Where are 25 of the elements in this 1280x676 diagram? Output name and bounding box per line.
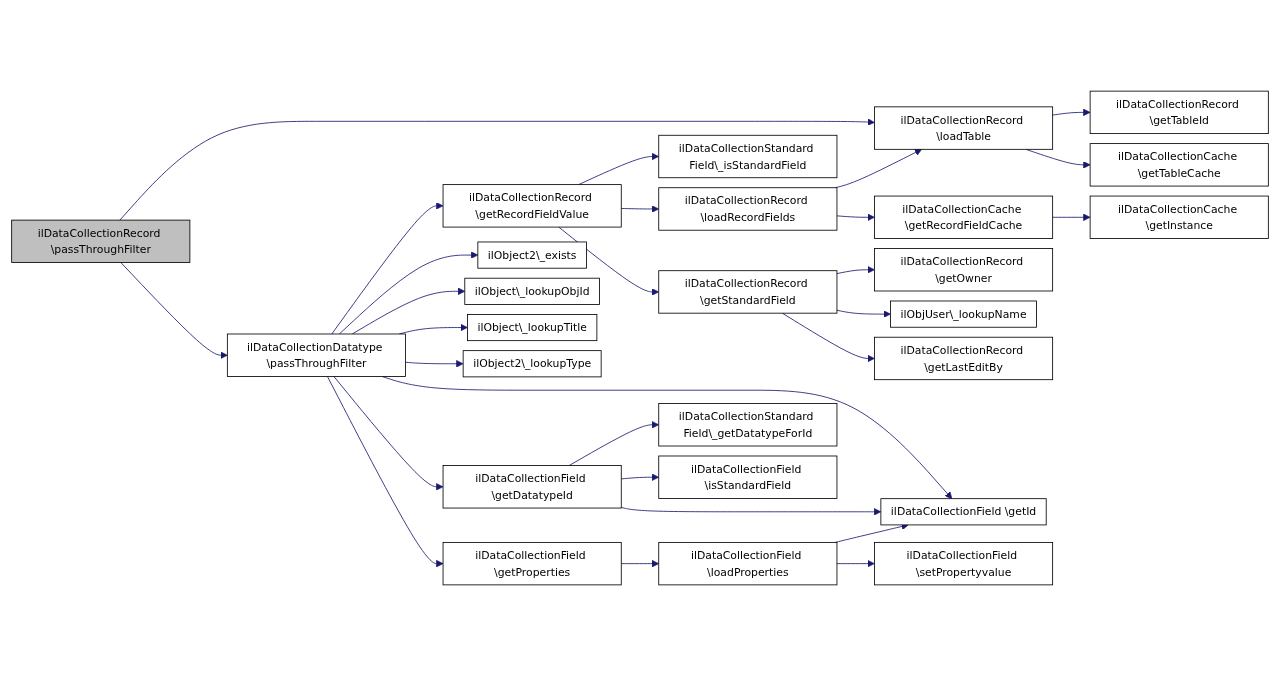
- node-box: ilDataCollectionRecord \passThroughFilter: [11, 219, 191, 263]
- node-box: ilObject\_lookupTitle: [467, 314, 598, 342]
- node-box: ilDataCollectionField \loadProperties: [658, 542, 838, 586]
- node-box: ilObject2\_exists: [477, 241, 587, 269]
- node-box: ilDataCollectionRecord \getLastEditBy: [874, 336, 1054, 381]
- node-box: ilDataCollectionField \getDatatypeId: [442, 465, 622, 509]
- node-box: ilDataCollectionStandard Field\_isStandardField: [658, 134, 838, 179]
- node-box: ilDataCollectionRecord \getTableId: [1089, 90, 1269, 134]
- node-box: ilDataCollectionRecord \loadTable: [874, 106, 1054, 150]
- node-box: ilDataCollectionField \getId: [880, 498, 1047, 526]
- node-box: ilDataCollectionDatatype \passThroughFilter: [226, 333, 406, 377]
- node-box: ilDataCollectionRecord \getRecordFieldValue: [442, 184, 622, 228]
- node-box: ilDataCollectionCache \getRecordFieldCache: [874, 195, 1054, 239]
- node-box: ilDataCollectionRecord \getOwner: [874, 248, 1054, 292]
- node-box: ilObjUser\_lookupName: [890, 300, 1037, 328]
- node-box: ilObject2\_lookupType: [462, 350, 602, 378]
- node-box: ilDataCollectionRecord \loadRecordFields: [658, 187, 838, 231]
- node-box: ilObject\_lookupObjId: [464, 277, 600, 305]
- node-box: ilDataCollectionCache \getInstance: [1089, 195, 1269, 239]
- node-box: ilDataCollectionField \isStandardField: [658, 455, 838, 499]
- node-box: ilDataCollectionStandard Field\_getDatatypeForId: [658, 403, 838, 447]
- node-box: ilDataCollectionCache \getTableCache: [1089, 143, 1269, 187]
- node-box: ilDataCollectionField \setPropertyvalue: [874, 542, 1054, 586]
- node-box: ilDataCollectionField \getProperties: [442, 542, 622, 586]
- node-box: ilDataCollectionRecord \getStandardField: [658, 270, 838, 314]
